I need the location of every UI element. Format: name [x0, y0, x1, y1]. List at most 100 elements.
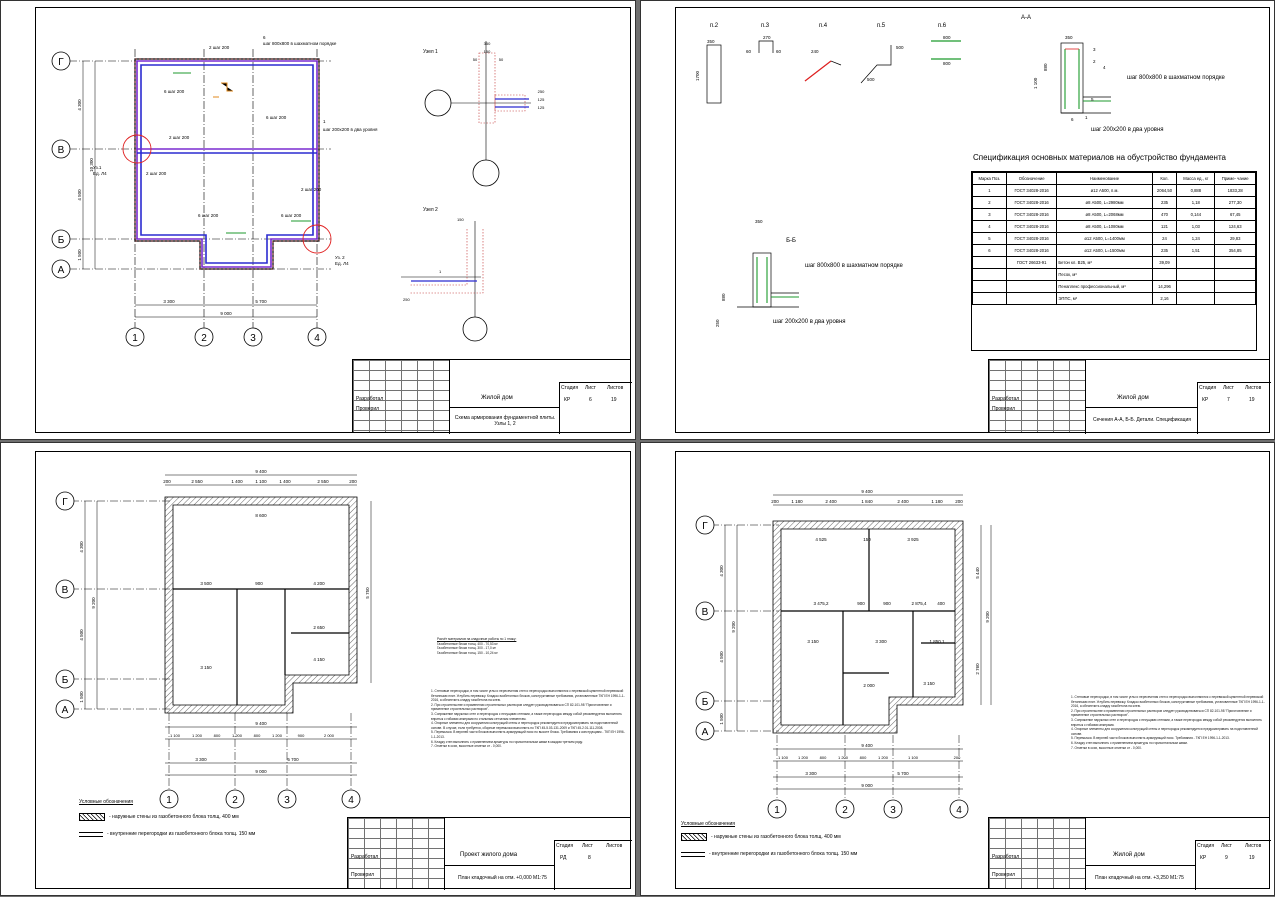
dim-label: 9 200	[731, 621, 736, 633]
dim-label: 1 100	[170, 733, 181, 738]
dim-label: 9 200	[91, 597, 96, 609]
tb-drawing: План кладочный на отм. +0,000 М1:75	[458, 875, 547, 881]
room-dim: 4 150	[313, 657, 325, 662]
tb-sheet-hdr: Лист	[582, 843, 593, 849]
dim-label: 900	[298, 733, 305, 738]
section-title: А-А	[1021, 15, 1031, 21]
spec-header: Наименование	[1056, 172, 1153, 185]
spec-cell	[1151, 268, 1178, 281]
leader-label: 6 шаг 200	[164, 89, 185, 94]
title-block: Разработал Проверил Жилой дом Стадия Лис…	[988, 817, 1271, 890]
spec-title: Спецификация основных материалов на обус…	[973, 153, 1226, 162]
dim-label: 1 200	[878, 755, 889, 760]
spec-cell	[972, 268, 1007, 281]
dim-label: 1 500	[719, 713, 724, 725]
legend-item: - внутренние перегородки из газобетонног…	[681, 851, 921, 857]
spec-cell	[972, 292, 1007, 305]
note: 3. Сопряжение наружных стен и перегородо…	[1071, 717, 1262, 727]
title-block-grid	[989, 818, 1086, 888]
leader-num: 6	[1071, 117, 1074, 122]
floor-plan-1-drawing: Г В Б А 1 2 3 4 9 400 200 2 550 1 400 1 …	[55, 469, 372, 809]
dim-label: 9 000	[255, 769, 267, 774]
dim-label: 5 750	[365, 587, 370, 599]
dim-label: 800	[254, 733, 261, 738]
tb-row-label: Проверил	[351, 872, 375, 878]
dim-label: 3 300	[805, 771, 817, 776]
spec-cell: 235	[1151, 196, 1178, 209]
spec-cell	[1176, 280, 1216, 293]
leader-label: 2 шаг 200	[209, 45, 230, 50]
room-dim: 400	[937, 601, 945, 606]
spec-cell: 1833,28	[1214, 184, 1256, 197]
spec-cell: ГОСТ 34028-2016	[1005, 244, 1058, 257]
hatch-swatch	[79, 813, 105, 821]
spec-cell	[1176, 256, 1216, 269]
dim-label: 4 500	[77, 189, 82, 201]
node-dim: 250	[538, 89, 545, 94]
dim-label: 1 200	[272, 733, 283, 738]
foundation-plan-drawing: Г В Б А 1 2 3 4 3 300 5 700 9 000 4 300 …	[51, 35, 545, 347]
spec-cell: 277,30	[1214, 196, 1256, 209]
legend: Условные обозначения - наружные стены из…	[79, 799, 319, 837]
spec-cell: 3	[972, 208, 1007, 221]
spec-cell: 1,03	[1176, 220, 1216, 233]
leader-label: 2 шаг 200	[301, 187, 322, 192]
axis-label: В	[702, 607, 709, 618]
spec-cell: 5	[972, 232, 1007, 245]
spec-cell: 29,83	[1214, 232, 1256, 245]
axis-label: Б	[58, 235, 65, 246]
title-block-grid	[353, 360, 450, 432]
leader-label: шаг 200х200 в два уровня	[323, 127, 378, 132]
room-dim: 150	[863, 537, 871, 542]
detail-title: п.5	[877, 23, 886, 29]
node-dim: 150	[457, 217, 464, 222]
spec-header: Кол.	[1151, 172, 1178, 185]
spec-cell: 4	[972, 220, 1007, 233]
tb-drawing: Сечения А-А, Б-Б. Детали. Спецификация	[1093, 417, 1191, 423]
dim-label: 1 100	[255, 479, 267, 484]
axis-label: 1	[774, 805, 780, 816]
axis-label: А	[702, 727, 709, 738]
tb-drawing: Схема армирования фундаментной плиты. Уз…	[454, 415, 556, 427]
dim-label: 800	[860, 755, 867, 760]
section-title: Б-Б	[786, 238, 796, 244]
note: 5. Перемычки. В верхней части блоков вып…	[1071, 736, 1230, 741]
leader-label: шаг 200х200 в два уровня	[773, 319, 846, 325]
title-block: Разработал Проверил Проект жилого дома С…	[347, 817, 632, 890]
leader-label: 2 шаг 200	[146, 171, 167, 176]
spec-cell	[972, 256, 1007, 269]
axis-label: 3	[284, 795, 290, 806]
spec-cell: Пенаплекс профессиональный, м³	[1056, 280, 1153, 293]
section-dim: 1 100	[1033, 77, 1038, 89]
note: 7. Отметки в осях, высотные отметки от -…	[1071, 745, 1142, 750]
sheet-4-frame	[675, 451, 1270, 889]
detail-dim: 60	[776, 49, 782, 54]
leader-label: 6 шаг 200	[266, 115, 287, 120]
title-block: Разработал Проверил Жилой дом Стадия Лис…	[988, 359, 1271, 434]
section-dim: 880	[721, 293, 726, 301]
tb-sheets-hdr: Листов	[1245, 385, 1262, 391]
detail-title: п.3	[761, 23, 770, 29]
tb-project: Жилой дом	[1113, 852, 1145, 858]
spec-cell: ø12 А500, L=1500мм	[1056, 244, 1153, 257]
spec-cell: Бетон кл. В25, м³	[1056, 256, 1153, 269]
spec-cell: 235	[1151, 244, 1178, 257]
spec-cell: ГОСТ 34028-2016	[1005, 208, 1058, 221]
spec-cell: Песок, м³	[1056, 268, 1153, 281]
room-dim: 4 525	[815, 537, 827, 542]
spec-cell: 67,45	[1214, 208, 1256, 221]
legend-title: Условные обозначения	[79, 799, 134, 805]
dim-label: 2 550	[191, 479, 203, 484]
spec-cell: 1,51	[1176, 244, 1216, 257]
tb-sheet: 8	[588, 855, 591, 861]
dim-label: 1 200	[798, 755, 809, 760]
axis-label: А	[58, 265, 65, 276]
detail-dim: 500	[867, 77, 875, 82]
legend-text: - наружные стены из газобетонного блока …	[711, 834, 841, 840]
note: 2. При строительстве и применении строит…	[1071, 708, 1252, 718]
detail-title: п.6	[938, 23, 947, 29]
